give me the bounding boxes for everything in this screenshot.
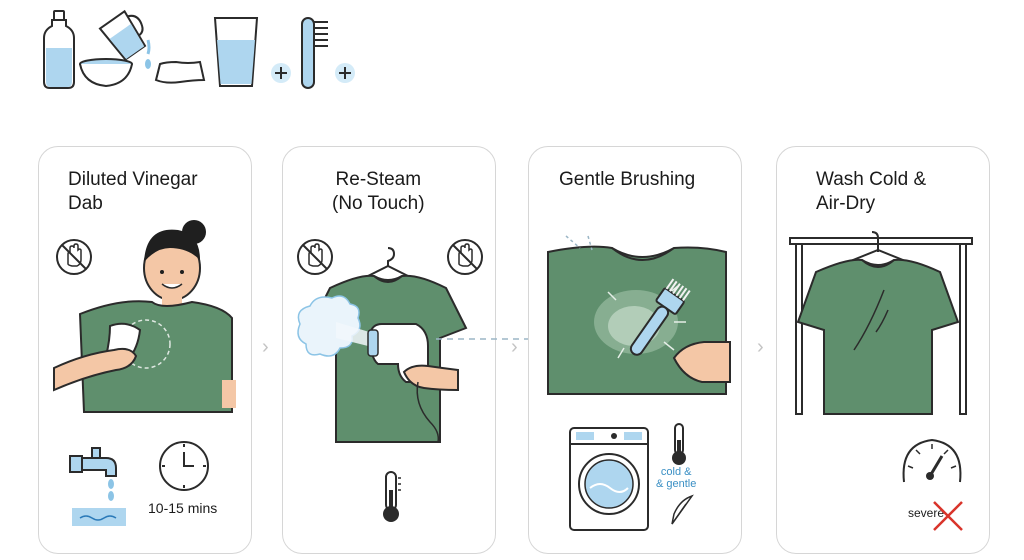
no-touch-icon — [297, 239, 333, 275]
water-glass-icon — [213, 17, 259, 87]
person-dabbing-illustration — [53, 220, 236, 413]
brushing-shirt-illustration — [547, 235, 731, 395]
thermometer-icon — [672, 423, 686, 465]
cross-icon — [933, 501, 963, 531]
hanging-shirt-steam-illustration — [297, 247, 468, 443]
wash-setting-label: cold & & gentle — [656, 466, 697, 490]
bowl-icon — [79, 58, 133, 88]
clock-icon — [159, 441, 209, 491]
no-touch-icon — [56, 239, 92, 275]
chevron-right-icon: › — [757, 336, 764, 358]
step-title: Re-Steam (No Touch) — [332, 169, 425, 214]
step-title: Gentle Brushing — [559, 169, 696, 190]
chevron-right-icon: › — [511, 336, 518, 358]
brush-icon — [301, 17, 328, 89]
bottle-icon — [43, 10, 75, 89]
step-title: Diluted Vinegar Dab — [68, 169, 198, 214]
feather-icon — [671, 494, 694, 525]
severity-label: severe — [908, 506, 945, 520]
pitcher-pour-icon — [98, 9, 151, 69]
plus-icon — [271, 63, 291, 83]
faucet-icon — [69, 447, 126, 526]
time-label: 10-15 mins — [148, 500, 218, 516]
chevron-right-icon: › — [262, 336, 269, 358]
plus-icon — [335, 63, 355, 83]
no-touch-icon — [447, 239, 483, 275]
step-title: Wash Cold & Air-Dry — [816, 169, 927, 214]
thermometer-icon — [383, 471, 401, 522]
drying-rack-illustration — [789, 231, 973, 415]
washing-machine-icon — [569, 427, 649, 531]
cloth-icon — [154, 60, 206, 84]
gauge-icon — [902, 438, 962, 483]
